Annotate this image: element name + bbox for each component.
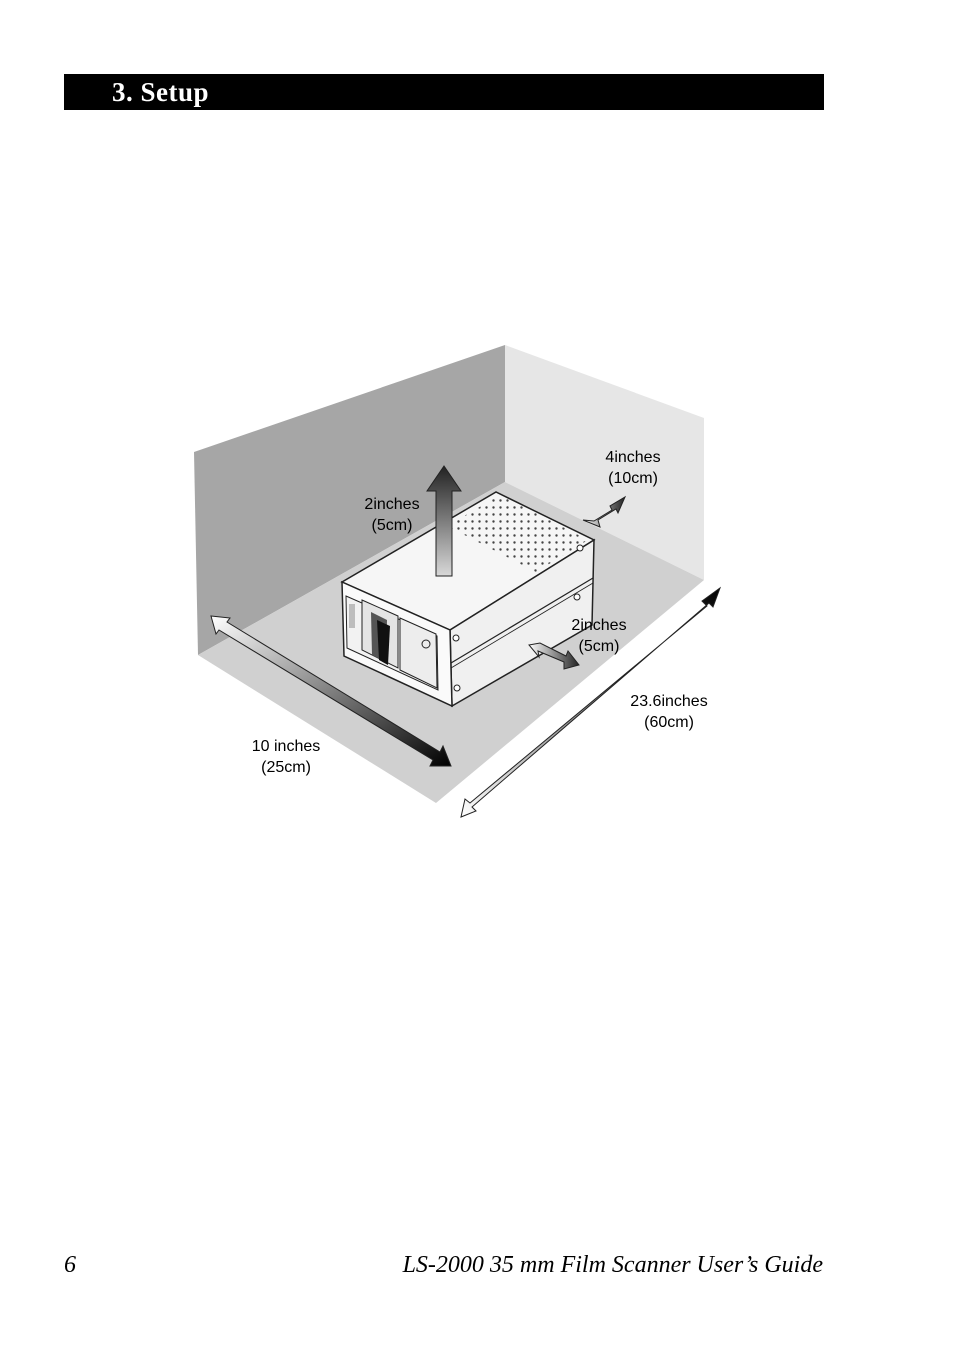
clearance-top-arrow <box>426 465 462 577</box>
label-side-line1: 2inches <box>571 617 627 634</box>
clearance-width-arrow <box>210 615 452 767</box>
label-top-clearance: 2inches (5cm) <box>352 494 432 536</box>
guide-title: LS-2000 35 mm Film Scanner User’s Guide <box>402 1252 823 1278</box>
label-back-line1: 4inches <box>605 449 661 466</box>
label-width-line2: (25cm) <box>261 759 311 776</box>
scanner-illustration <box>340 491 596 708</box>
label-width-line1: 10 inches <box>251 738 321 755</box>
label-top-line2: (5cm) <box>371 517 413 534</box>
label-back-clearance: 4inches (10cm) <box>593 447 673 489</box>
section-header-bar: 3. Setup <box>64 74 824 110</box>
right-wall <box>505 345 704 580</box>
label-length-line2: (60cm) <box>644 714 694 731</box>
label-side-clearance: 2inches (5cm) <box>559 615 639 657</box>
clearance-back-arrow <box>582 495 627 528</box>
label-width-clearance: 10 inches (25cm) <box>236 736 336 778</box>
label-length-clearance: 23.6inches (60cm) <box>619 691 719 733</box>
label-length-line1: 23.6inches <box>630 693 708 710</box>
section-title: 3. Setup <box>112 77 210 107</box>
clearance-length-arrow <box>460 586 722 818</box>
label-side-line2: (5cm) <box>578 638 620 655</box>
page-number: 6 <box>64 1252 76 1278</box>
label-back-line2: (10cm) <box>608 470 658 487</box>
clearance-side-arrow <box>528 642 580 670</box>
label-top-line1: 2inches <box>364 496 420 513</box>
left-wall <box>194 345 505 655</box>
